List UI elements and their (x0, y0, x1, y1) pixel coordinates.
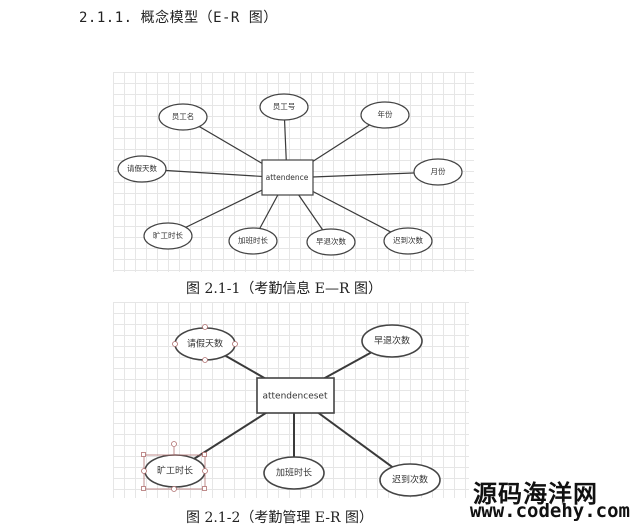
diagram1-attribute (158, 103, 208, 131)
diagram1-attribute-label: 迟到次数 (393, 235, 423, 245)
watermark-url: www.codehy.com (469, 500, 630, 522)
watermark-site-name: 源码海洋网 (473, 480, 598, 508)
selection-handle (141, 486, 146, 491)
diagram1-attribute-label: 请假天数 (127, 163, 157, 173)
diagram1-caption: 图 2.1-1（考勤信息 E—R 图） (186, 281, 383, 297)
selection-handle (202, 324, 208, 330)
diagram1-attribute (117, 155, 167, 183)
selection-frame-handles (141, 441, 208, 492)
diagram1-attribute (383, 227, 433, 255)
diagram1-attribute-label: 月份 (431, 166, 446, 176)
selection-handle (172, 341, 178, 347)
section-number: 2.1.1. (79, 10, 133, 26)
diagram2-attribute-label: 旷工时长 (157, 465, 193, 477)
diagram1-attribute (228, 227, 278, 255)
rotate-handle (171, 441, 177, 447)
selection-handle (171, 486, 177, 492)
diagram1-attribute-label: 员工名 (172, 111, 195, 121)
selection-handle (141, 468, 147, 474)
diagram2-attribute-label: 请假天数 (187, 338, 223, 350)
section-heading: 2.1.1. 概念模型（E-R 图） (79, 7, 278, 27)
diagram2-entity-box (256, 377, 335, 414)
selection-handle (232, 341, 238, 347)
selection-handles (172, 324, 238, 363)
diagram1-attribute (360, 101, 410, 129)
selection-handle (202, 452, 207, 457)
diagram1-entity-box (261, 159, 314, 196)
diagram1-attribute-label: 加班时长 (238, 235, 268, 245)
diagram2-attribute-label: 早退次数 (374, 335, 410, 347)
diagram2-attribute (263, 456, 325, 490)
diagram1-attribute (259, 93, 309, 121)
diagram1-attribute (143, 222, 193, 250)
selection-handle (202, 357, 208, 363)
diagram1-attribute-label: 员工号 (273, 102, 296, 111)
diagram1-attribute (413, 158, 463, 186)
diagram1-attribute-label: 旷工时长 (153, 230, 183, 240)
selection-handle (141, 452, 146, 457)
diagram2-caption: 图 2.1-2（考勤管理 E-R 图） (186, 510, 374, 526)
diagram1-attribute-label: 年份 (378, 109, 393, 119)
diagram2-attribute (361, 324, 423, 358)
selection-handle (202, 486, 207, 491)
diagram2-attribute-label: 加班时长 (276, 467, 312, 479)
selection-handle (202, 468, 208, 474)
diagram2-attribute-label: 迟到次数 (392, 474, 428, 486)
diagram1-attribute-label: 早退次数 (316, 236, 346, 246)
section-title: 概念模型（E-R 图） (140, 10, 278, 26)
diagram1-attribute (306, 228, 356, 256)
diagram2-entity-label: attendenceset (262, 392, 327, 402)
diagram1-entity-label: attendence (266, 173, 309, 182)
diagram2-attribute (379, 463, 441, 497)
